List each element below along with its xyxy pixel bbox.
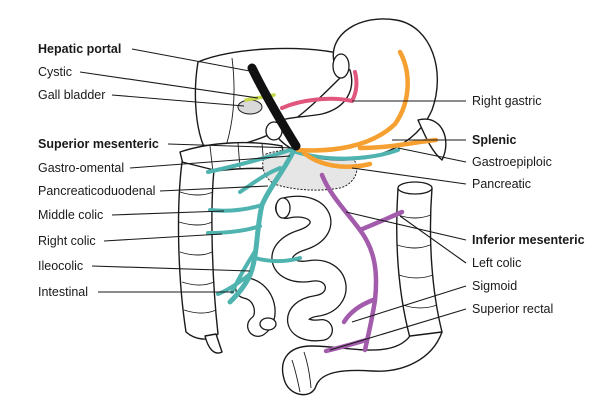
- label-splenic: Splenic: [472, 133, 517, 147]
- leader-right-colic: [103, 233, 223, 242]
- label-pancreatic: Pancreatic: [472, 177, 531, 191]
- label-cystic: Cystic: [38, 65, 72, 79]
- superior-mesenteric-trunk: [227, 143, 299, 305]
- inferior-mesenteric-trunk: [319, 172, 379, 353]
- pancreaticoduodenal-branch: [238, 166, 282, 194]
- label-inferior-mesenteric: Inferior mesenteric: [472, 233, 585, 247]
- rectum-folds: [291, 351, 312, 393]
- leader-ileocolic: [91, 265, 251, 272]
- leader-sigmoid: [351, 285, 467, 323]
- label-gall-bladder: Gall bladder: [38, 88, 105, 102]
- leader-inferior-mesenteric: [345, 211, 467, 241]
- label-gastro-omental: Gastro-omental: [38, 161, 124, 175]
- leader-lines: [79, 48, 467, 351]
- hepatic-portal-vein: [247, 63, 301, 151]
- small-intestine: [235, 195, 347, 342]
- leader-pancreaticoduodenal: [159, 185, 269, 192]
- left-colic-branch: [357, 209, 405, 233]
- label-superior-mesenteric: Superior mesenteric: [38, 137, 159, 151]
- label-middle-colic: Middle colic: [38, 208, 103, 222]
- middle-colic-branch: [208, 203, 264, 213]
- veins: [206, 49, 439, 354]
- intestinal-branch-b: [216, 272, 252, 296]
- label-pancreaticoduodenal: Pancreaticoduodenal: [38, 184, 155, 198]
- label-ileocolic: Ileocolic: [38, 259, 83, 273]
- label-superior-rectal: Superior rectal: [472, 302, 553, 316]
- leader-middle-colic: [111, 210, 225, 216]
- splenic-main: [295, 49, 410, 153]
- label-right-colic: Right colic: [38, 234, 96, 248]
- gall-bladder: [237, 99, 263, 115]
- label-right-gastric: Right gastric: [472, 94, 541, 108]
- descending-colon-cut-end: [397, 181, 433, 195]
- label-intestinal: Intestinal: [38, 285, 88, 299]
- superior-rectal-branch: [323, 337, 369, 354]
- intestinal-branch-a: [253, 256, 302, 263]
- leader-gastroepiploic: [397, 147, 467, 163]
- labels-left: Hepatic portal Cystic Gall bladder Super…: [38, 42, 159, 299]
- right-gastric-vein: [280, 70, 359, 110]
- label-hepatic-portal: Hepatic portal: [38, 42, 121, 56]
- right-colic-branch: [206, 224, 262, 235]
- leader-superior-rectal: [329, 308, 467, 351]
- leader-pancreatic: [351, 167, 467, 185]
- leader-left-colic: [399, 215, 467, 264]
- gastro-omental-branch: [206, 148, 292, 174]
- label-sigmoid: Sigmoid: [472, 279, 517, 293]
- appendix: [204, 333, 223, 354]
- sigmoid-branch: [341, 297, 376, 325]
- labels-right: Right gastric Splenic Gastroepiploic Pan…: [472, 94, 585, 316]
- label-gastroepiploic: Gastroepiploic: [472, 155, 552, 169]
- jejunum-cut-end: [275, 197, 291, 219]
- inferior-mesenteric-vein: [319, 172, 405, 354]
- pancreatic-branch: [301, 150, 373, 169]
- ascending-colon-haustra: [178, 191, 217, 314]
- label-left-colic: Left colic: [472, 256, 521, 270]
- leader-cystic: [79, 71, 259, 99]
- leader-gall-bladder: [111, 94, 245, 107]
- splenic-to-spleen: [357, 137, 439, 151]
- ileocolic-branch: [230, 248, 258, 294]
- ileum-cut-end: [259, 317, 277, 331]
- esophagus-opening: [332, 53, 350, 79]
- leader-superior-mesenteric: [167, 143, 295, 149]
- ascending-colon: [177, 161, 219, 340]
- splenic-vein: [295, 49, 439, 169]
- leader-hepatic-portal: [131, 48, 256, 73]
- descending-colon-haustra: [396, 214, 438, 309]
- leader-gastro-omental: [129, 155, 291, 169]
